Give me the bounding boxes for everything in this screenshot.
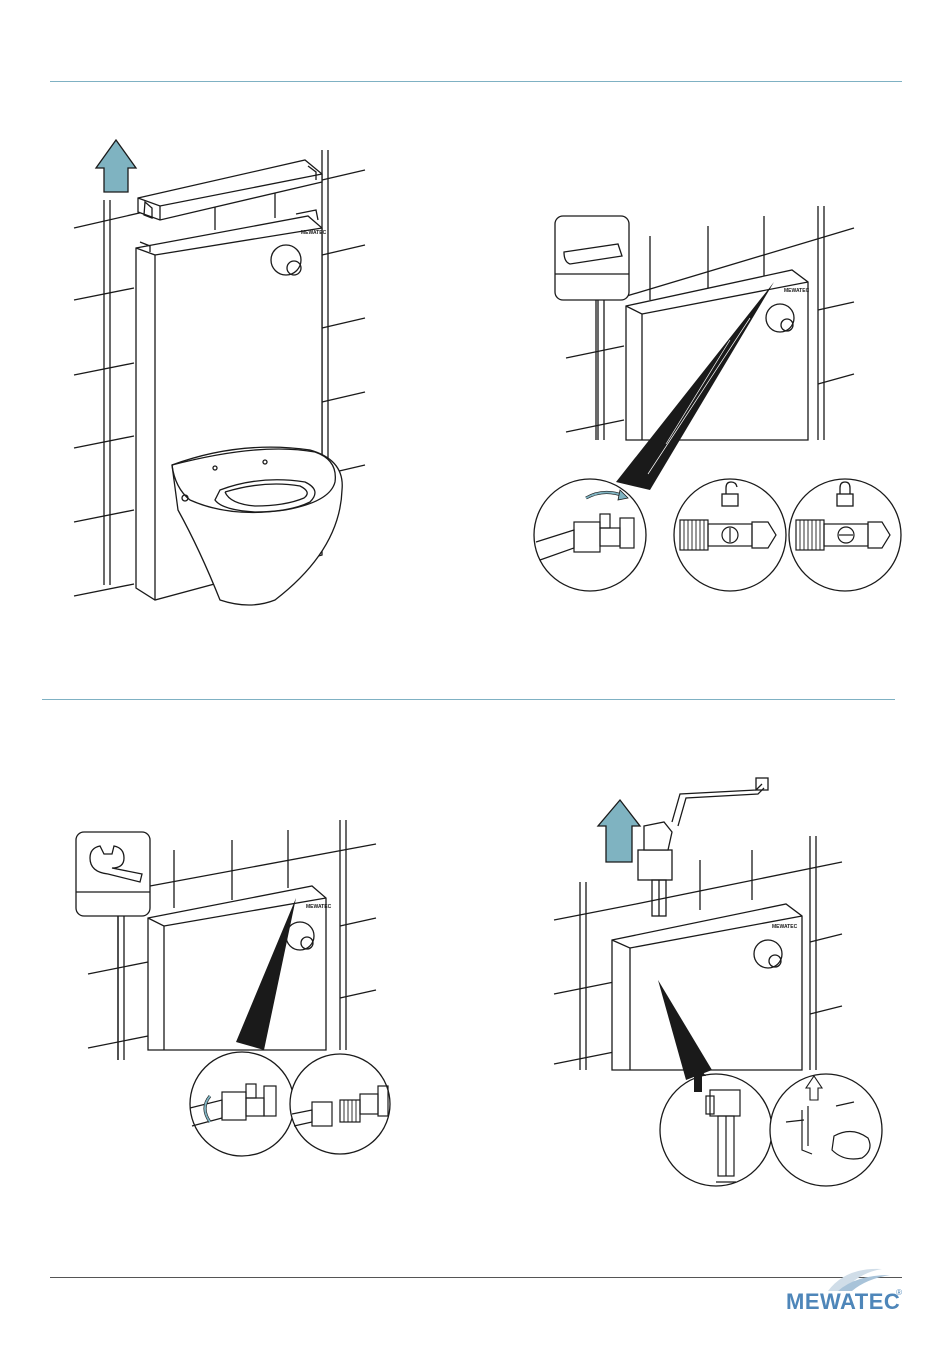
step-remove-fill-valve: MEWATEC xyxy=(540,770,920,1200)
brand-name: MEWATEC xyxy=(786,1289,900,1315)
locked-icon xyxy=(837,494,853,506)
step-close-stop-valve: MEWATEC xyxy=(530,200,910,600)
zoom-circle-lift-valve xyxy=(660,1074,772,1186)
illustration-close-valve: MEWATEC xyxy=(530,200,910,600)
step-disconnect-hose: MEWATEC xyxy=(60,810,400,1160)
illustration-remove-fill-valve: MEWATEC xyxy=(540,770,920,1200)
illustration-disconnect-hose: MEWATEC xyxy=(60,810,400,1160)
footer-divider xyxy=(50,1277,902,1278)
brand-logo: MEWATEC ® xyxy=(786,1265,906,1315)
panel-brand-label: MEWATEC xyxy=(784,288,810,294)
unlocked-icon xyxy=(722,494,738,506)
arrow-up-icon xyxy=(598,800,640,862)
illustration-remove-cover: MEWATEC xyxy=(60,130,380,620)
panel-brand-label: MEWATEC xyxy=(301,230,327,236)
top-divider xyxy=(50,81,902,82)
middle-divider xyxy=(42,699,895,700)
step-remove-top-cover: MEWATEC xyxy=(60,130,380,620)
zoom-circle-release-clip xyxy=(770,1074,882,1186)
panel-brand-label: MEWATEC xyxy=(306,904,332,910)
registered-mark: ® xyxy=(896,1288,902,1297)
arrow-up-icon xyxy=(96,140,136,192)
panel-brand-label: MEWATEC xyxy=(772,924,798,930)
